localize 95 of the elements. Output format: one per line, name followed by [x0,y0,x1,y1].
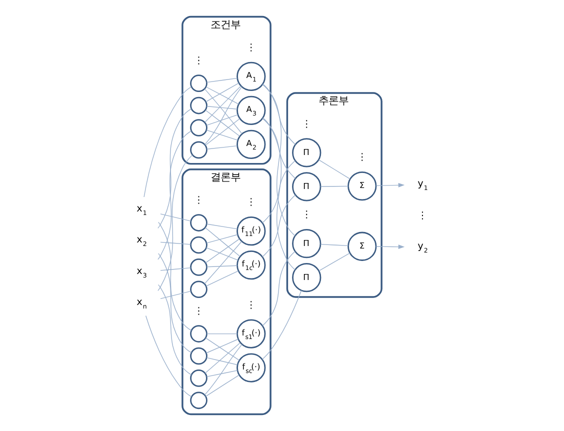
connector [318,159,350,180]
arrow [376,182,405,188]
node-circle: Σ [348,171,377,201]
connector [160,214,192,222]
node-text: x$_{2}$ [136,234,147,248]
connector [206,333,238,334]
connector [206,82,240,102]
connector [160,290,192,300]
node-circle: Π [292,138,322,168]
connector [206,270,239,287]
connector [158,253,192,354]
connector [158,108,192,229]
connector [158,222,192,331]
node-circle [190,280,208,298]
connector [158,284,192,376]
node-text: x$_{1}$ [136,203,147,217]
node-circle [190,96,208,114]
node-circle [190,214,208,232]
connector [204,86,242,123]
connector [262,84,296,236]
connector [158,130,192,260]
connector [204,88,242,134]
connector [206,145,238,150]
label: ⋮ [194,56,204,67]
connector [204,86,242,145]
node-circle: f$_{1c}$(·) [236,250,266,280]
label: ⋮ [302,118,312,130]
connector [206,106,238,110]
label: ⋮ [194,195,204,206]
connector [320,186,349,187]
connector [318,252,350,272]
connector [206,130,238,141]
connector [160,242,192,245]
node-text: y$_{2}$ [418,240,428,254]
connector [262,118,296,179]
node-circle [190,347,208,365]
connector [262,160,296,224]
connector [262,251,296,326]
node-text: y$_{1}$ [418,178,428,192]
node-circle [190,325,208,342]
label: ⋮ [246,42,256,54]
connector [262,290,302,360]
node-circle: f$_{s1}$(·) [236,319,266,348]
connector [262,84,296,145]
connector [206,265,238,268]
connector [145,315,192,398]
label: ⋮ [302,210,312,221]
node-circle: Σ [348,232,377,261]
connector [205,238,240,264]
label: ⋮ [246,300,256,311]
connector [144,86,192,198]
node-text: x$_{3}$ [136,266,147,280]
connector [204,342,241,374]
node-circle: A$_{3}$ [236,96,266,125]
connector [206,224,238,230]
connector [206,370,238,378]
node-circle: f$_{11}$(·) [236,216,266,246]
connector [205,338,240,361]
node-text: x$_{n}$ [136,297,147,311]
label: ⋮ [194,306,204,318]
connector [205,374,240,397]
connector [206,234,238,244]
connector [204,241,242,284]
connector [205,110,240,137]
node-circle: Π [292,229,322,258]
label: ⋮ [357,152,367,164]
node-circle: A$_{1}$ [236,62,266,91]
label: ⋮ [418,210,428,222]
node-circle: Π [292,263,322,292]
connector [204,227,240,257]
connector [206,247,238,261]
node-circle [190,119,208,136]
node-circle: Π [292,172,322,202]
node-circle [190,141,208,159]
connector [262,118,296,270]
node-circle [190,370,208,387]
connector [262,194,296,258]
connector [206,357,238,366]
connector [206,338,239,354]
connector [158,154,193,292]
label: ⋮ [246,197,256,208]
connector [160,267,192,271]
arrow [376,244,405,249]
node-circle [190,236,208,254]
node-circle [190,74,208,92]
connector [206,86,240,104]
node-circle: A$_{2}$ [236,130,266,159]
connector [205,118,240,146]
connector [206,114,238,126]
node-circle: f$_{sc}$(·) [236,353,266,382]
connector [206,78,238,83]
node-circle [190,258,208,276]
connector [204,344,242,396]
node-circle [190,392,208,410]
connector [320,244,349,246]
